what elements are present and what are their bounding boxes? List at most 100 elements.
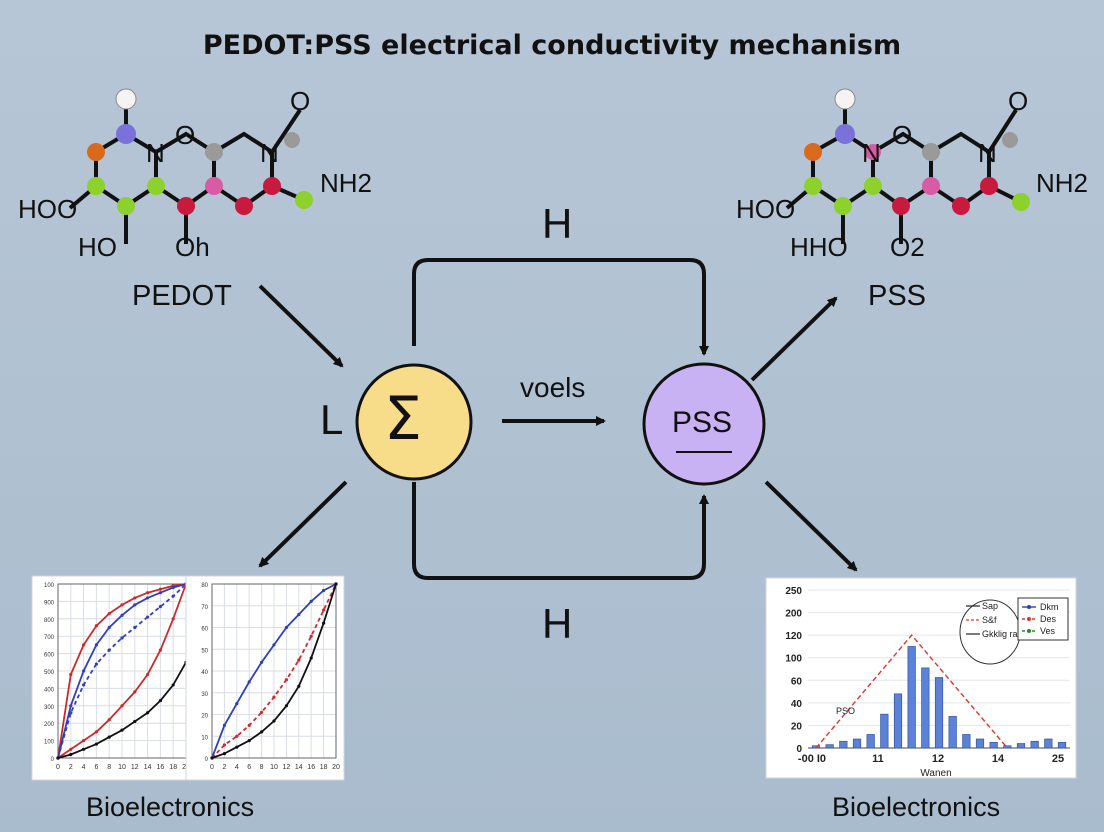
voels-label: voels	[520, 372, 586, 403]
atom-nitrogen-blue	[835, 124, 855, 144]
atom-label-o2: O2	[890, 232, 925, 262]
pss-molecule-label: PSS	[868, 280, 927, 312]
data-point	[272, 719, 276, 723]
y-tick-label: 0	[205, 757, 209, 763]
y-tick-label: 200	[785, 609, 802, 620]
legend-entry: Des	[1040, 614, 1057, 624]
legend-entry: S&f	[982, 615, 997, 625]
data-point	[82, 739, 86, 743]
x-tick-label: 8	[107, 764, 111, 771]
data-point	[171, 683, 175, 687]
y-tick-label: 400	[44, 687, 55, 693]
y-tick-label: 50	[201, 648, 208, 654]
data-point	[107, 611, 111, 616]
data-point	[146, 615, 150, 619]
atom-crimson	[980, 177, 998, 195]
bioelectronics-right-label: Bioelectronics	[832, 792, 1001, 822]
y-tick-label: 60	[201, 627, 208, 633]
data-point	[133, 596, 137, 600]
data-point	[69, 704, 73, 708]
bar	[921, 667, 930, 749]
data-point	[120, 613, 124, 617]
bar	[948, 716, 957, 749]
data-point	[158, 587, 162, 591]
left-l-label: L	[320, 396, 344, 443]
y-tick-label: 500	[44, 670, 55, 676]
data-point	[133, 719, 137, 724]
y-tick-label: 80	[201, 583, 208, 589]
atom-label-hoo: HOO	[18, 194, 78, 224]
data-point	[284, 704, 288, 708]
atom-label-o: O	[892, 120, 913, 150]
data-point	[120, 704, 124, 708]
data-point	[247, 723, 251, 727]
atom-crimson	[892, 197, 910, 215]
atom-pink	[865, 144, 881, 160]
data-point	[171, 594, 175, 598]
data-point	[146, 596, 150, 600]
bar	[934, 677, 944, 749]
y-tick-label: 10	[201, 735, 208, 741]
atom-label-o: O	[1008, 86, 1029, 116]
y-tick-label: 300	[44, 705, 55, 711]
data-point	[222, 743, 226, 747]
data-point	[158, 698, 162, 703]
data-point	[69, 747, 73, 751]
pss-atoms	[804, 88, 1030, 215]
data-point	[120, 728, 124, 732]
data-point	[260, 730, 264, 734]
y-tick-label: 120	[785, 631, 802, 642]
y-tick-label: 0	[796, 744, 802, 755]
atom-hydrogen	[834, 88, 856, 110]
y-tick-label: 250	[785, 586, 802, 597]
y-tick-label: 20	[791, 721, 803, 732]
sigma-symbol: Σ	[384, 384, 422, 454]
top-h-loop-arrow	[412, 258, 709, 356]
x-tick-label: 2	[222, 764, 226, 771]
top-h-label: H	[542, 200, 573, 247]
bottom-h-loop-arrow	[412, 482, 709, 580]
data-point	[158, 591, 162, 595]
left-chart-1: 0246810121416182001002003004005006007008…	[31, 575, 195, 781]
y-tick-label: 40	[791, 699, 803, 710]
data-point	[158, 605, 162, 609]
sigma-node	[355, 363, 473, 481]
x-tick-label: 18	[320, 764, 328, 771]
x-tick-label: 14	[295, 764, 303, 771]
y-tick-label: 800	[44, 618, 55, 624]
x-tick-label: 25	[1052, 753, 1064, 765]
data-point	[94, 730, 98, 734]
data-point	[260, 710, 264, 714]
atom-label-o: O	[290, 86, 311, 116]
legend-entry: Gkklig rall	[982, 629, 1022, 639]
bottom-h-label: H	[542, 600, 573, 647]
y-tick-label: 70	[201, 605, 208, 611]
x-tick-label: 20	[332, 764, 340, 771]
bar	[839, 740, 848, 749]
data-point	[222, 752, 226, 756]
x-tick-label: 10	[270, 764, 278, 771]
atom-label-oh: Oh	[175, 232, 210, 262]
pss-node	[642, 362, 766, 486]
y-tick-label: 100	[44, 740, 55, 746]
data-point	[284, 678, 288, 682]
atom-grey	[1002, 132, 1018, 148]
x-tick-label: 8	[260, 764, 264, 771]
legend-entry: Dkm	[1040, 602, 1059, 612]
legend-entry: Sap	[982, 601, 998, 611]
data-point	[146, 711, 150, 715]
atom-label-ho: HO	[78, 232, 117, 262]
y-tick-label: 600	[44, 653, 55, 659]
atom-label-n: N	[260, 138, 279, 168]
y-tick-label: 200	[44, 722, 55, 728]
chart-background	[185, 575, 345, 781]
data-point	[297, 684, 301, 688]
data-point	[322, 608, 326, 612]
envelope-line	[815, 634, 1008, 749]
data-point	[56, 756, 60, 760]
atom-green	[87, 177, 105, 195]
atom-label-nh2: NH2	[1036, 168, 1089, 198]
data-point	[272, 643, 276, 647]
data-point	[309, 634, 313, 638]
